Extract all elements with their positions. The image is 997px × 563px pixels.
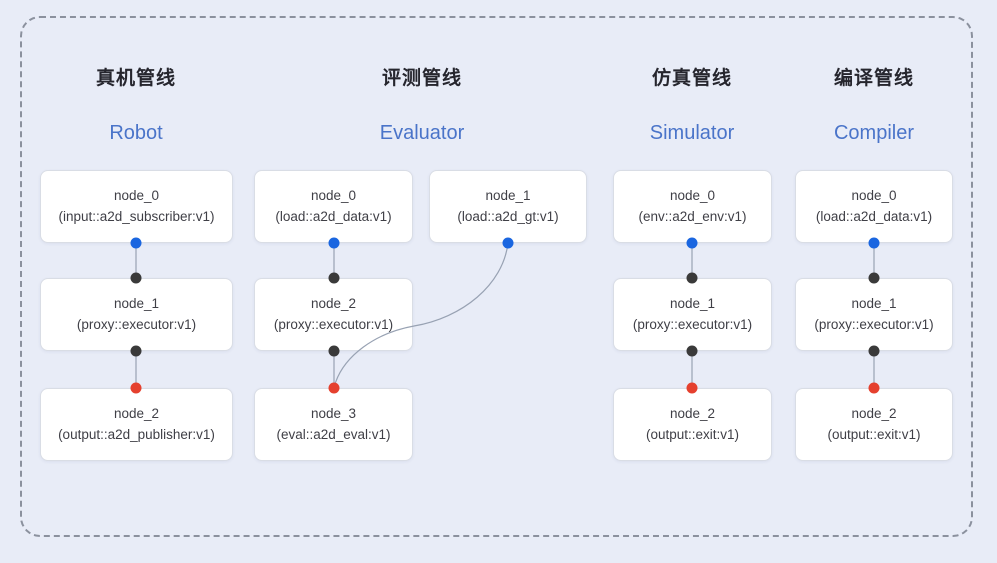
node-box-compiler-node_2: node_2(output::exit:v1) [795, 388, 953, 461]
node-box-evaluator-node_0: node_0(load::a2d_data:v1) [254, 170, 413, 243]
node-box-compiler-node_0: node_0(load::a2d_data:v1) [795, 170, 953, 243]
node-box-robot-node_1: node_1(proxy::executor:v1) [40, 278, 233, 351]
node-box-robot-node_2: node_2(output::a2d_publisher:v1) [40, 388, 233, 461]
node-type-label: (input::a2d_subscriber:v1) [58, 209, 215, 224]
node-type-label: (env::a2d_env:v1) [638, 209, 747, 224]
node-type-label: (output::a2d_publisher:v1) [58, 427, 215, 442]
node-box-compiler-node_1: node_1(proxy::executor:v1) [795, 278, 953, 351]
node-name-label: node_3 [310, 406, 357, 421]
node-name-label: node_0 [310, 188, 357, 203]
node-box-simulator-node_0: node_0(env::a2d_env:v1) [613, 170, 772, 243]
node-name-label: node_0 [851, 188, 897, 203]
node-type-label: (output::exit:v1) [827, 427, 921, 442]
pipeline-title-zh-evaluator: 评测管线 [381, 68, 462, 89]
dashed-frame [20, 16, 973, 537]
node-type-label: (load::a2d_gt:v1) [457, 209, 559, 224]
node-box-evaluator-node_1: node_1(load::a2d_gt:v1) [429, 170, 587, 243]
node-type-label: (proxy::executor:v1) [632, 317, 753, 332]
node-type-label: (proxy::executor:v1) [76, 317, 197, 332]
node-name-label: node_2 [851, 406, 897, 421]
node-name-label: node_0 [669, 188, 716, 203]
node-name-label: node_0 [113, 188, 160, 203]
node-name-label: node_2 [113, 406, 160, 421]
node-box-evaluator-node_3: node_3(eval::a2d_eval:v1) [254, 388, 413, 461]
pipeline-title-en-evaluator: Evaluator [379, 122, 465, 144]
node-type-label: (output::exit:v1) [645, 427, 740, 442]
node-type-label: (proxy::executor:v1) [814, 317, 934, 332]
node-box-evaluator-node_2: node_2(proxy::executor:v1) [254, 278, 413, 351]
node-name-label: node_1 [851, 296, 897, 311]
node-type-label: (load::a2d_data:v1) [275, 209, 392, 224]
pipeline-title-en-robot: Robot [109, 122, 163, 144]
node-box-robot-node_0: node_0(input::a2d_subscriber:v1) [40, 170, 233, 243]
node-name-label: node_1 [485, 188, 531, 203]
node-name-label: node_1 [113, 296, 160, 311]
node-type-label: (proxy::executor:v1) [273, 317, 394, 332]
node-box-simulator-node_2: node_2(output::exit:v1) [613, 388, 772, 461]
pipeline-title-zh-robot: 真机管线 [95, 68, 176, 89]
node-name-label: node_2 [310, 296, 357, 311]
node-type-label: (load::a2d_data:v1) [815, 209, 933, 224]
pipeline-title-en-compiler: Compiler [833, 122, 915, 144]
node-name-label: node_2 [669, 406, 716, 421]
pipeline-title-en-simulator: Simulator [649, 122, 735, 144]
node-name-label: node_1 [669, 296, 716, 311]
pipeline-title-zh-compiler: 编译管线 [833, 68, 914, 89]
node-box-simulator-node_1: node_1(proxy::executor:v1) [613, 278, 772, 351]
pipeline-title-zh-simulator: 仿真管线 [651, 68, 732, 89]
node-type-label: (eval::a2d_eval:v1) [276, 427, 391, 442]
